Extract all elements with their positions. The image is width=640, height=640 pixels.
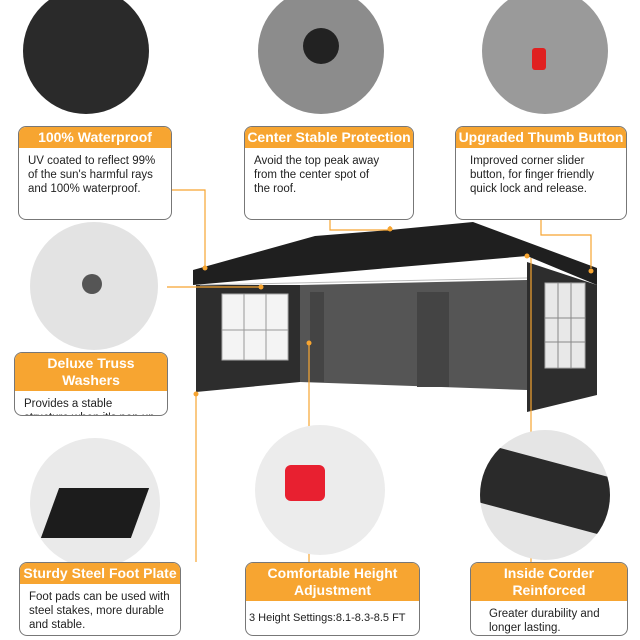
waterproof-detail-image bbox=[23, 0, 149, 114]
feature-text: Provides a stable structure when it's po… bbox=[24, 398, 158, 415]
tent-window-right bbox=[544, 282, 586, 369]
feature-card-center-stable: Center Stable Protection Avoid the top p… bbox=[244, 126, 414, 220]
feature-card-corner-reinforced: Inside Corder Reinforced Greater durabil… bbox=[470, 562, 628, 636]
foot-plate-detail-image bbox=[30, 438, 160, 568]
feature-title: Deluxe Truss Washers bbox=[15, 353, 167, 391]
feature-text: Improved corner slider button, for finge… bbox=[470, 155, 595, 195]
feature-card-waterproof: 100% Waterproof UV coated to reflect 99%… bbox=[18, 126, 172, 220]
feature-title: Inside Corder Reinforced bbox=[471, 563, 627, 601]
feature-title: Upgraded Thumb Button bbox=[456, 127, 626, 148]
feature-card-thumb-button: Upgraded Thumb Button Improved corner sl… bbox=[455, 126, 627, 220]
feature-text: Greater durability and longer lasting. bbox=[489, 608, 600, 634]
feature-title: Comfortable Height Adjustment bbox=[246, 563, 419, 601]
feature-title: 100% Waterproof bbox=[19, 127, 171, 148]
tent-roof bbox=[193, 222, 597, 285]
feature-text: UV coated to reflect 99% of the sun's ha… bbox=[28, 155, 156, 195]
thumb-button-detail-image bbox=[482, 0, 608, 114]
height-adjust-detail-image bbox=[255, 425, 385, 555]
tent-window-left bbox=[221, 293, 289, 361]
feature-card-truss-washers: Deluxe Truss Washers Provides a stable s… bbox=[14, 352, 168, 416]
truss-washer-detail-image bbox=[30, 222, 158, 350]
feature-title: Sturdy Steel Foot Plate bbox=[20, 563, 180, 584]
feature-card-height-adjustment: Comfortable Height Adjustment 3 Height S… bbox=[245, 562, 420, 636]
center-hub-detail-image bbox=[258, 0, 384, 114]
feature-card-foot-plate: Sturdy Steel Foot Plate Foot pads can be… bbox=[19, 562, 181, 636]
corner-reinforced-detail-image bbox=[480, 430, 610, 560]
feature-title: Center Stable Protection bbox=[245, 127, 413, 148]
feature-text: 3 Height Settings:8.1-8.3-8.5 FT bbox=[249, 612, 406, 624]
feature-text: Foot pads can be used with steel stakes,… bbox=[29, 591, 170, 631]
tent-back-wall bbox=[300, 280, 527, 390]
feature-text: Avoid the top peak away from the center … bbox=[254, 155, 380, 195]
